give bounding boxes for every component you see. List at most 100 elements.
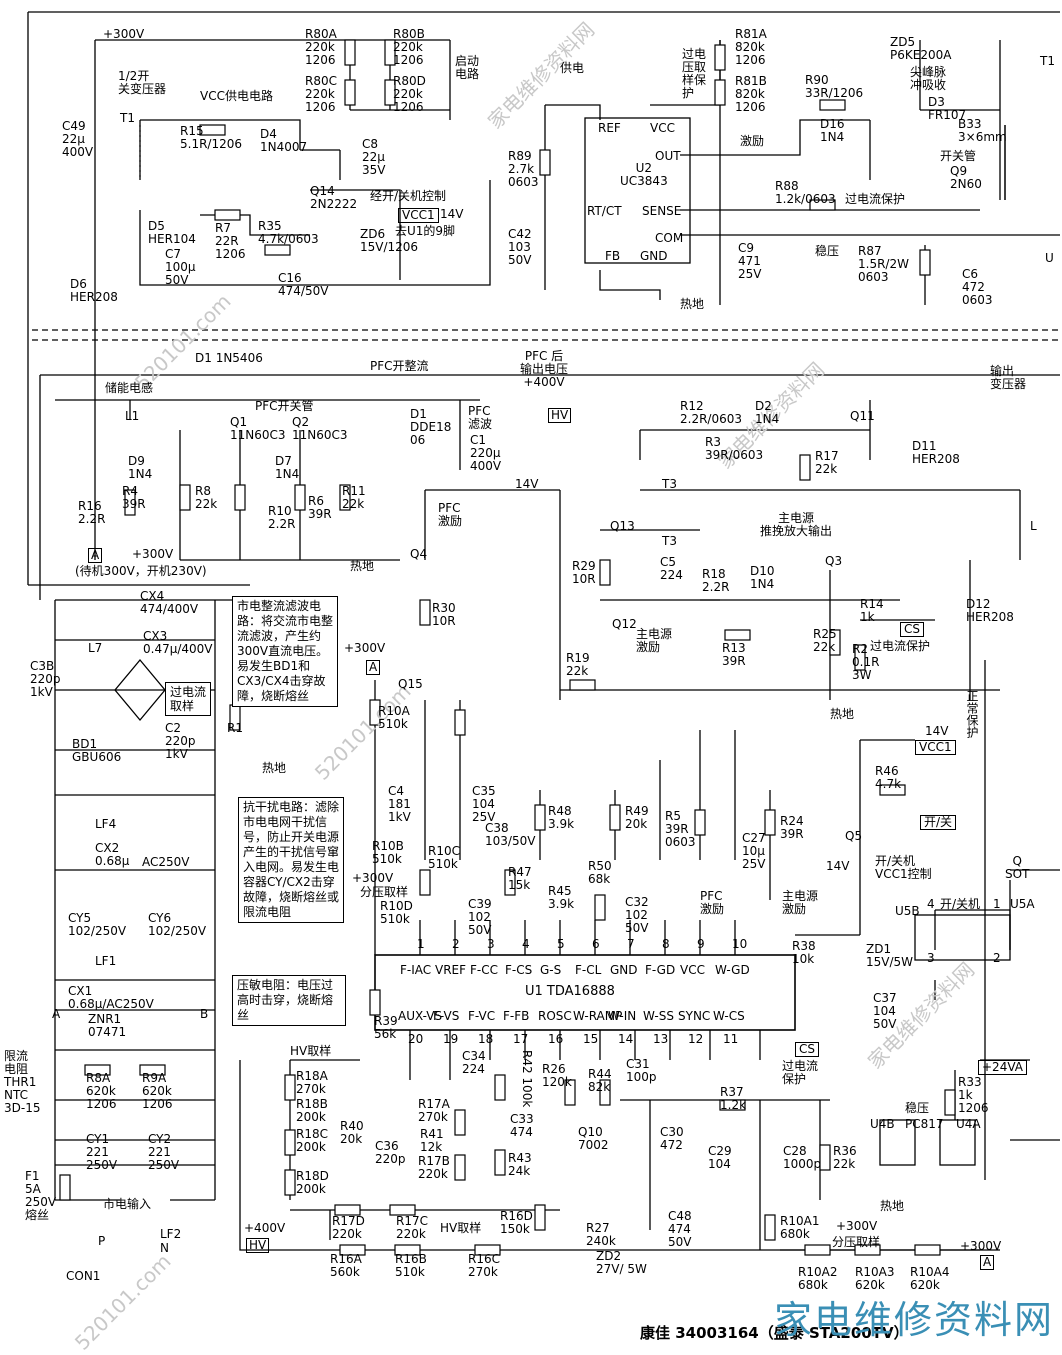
- u1-top-pin-number: 2: [452, 937, 460, 951]
- label-pfc-rect: PFC开整流: [370, 359, 429, 373]
- hv-tag: HV: [548, 408, 572, 423]
- part-r5: R5 39R 0603: [665, 809, 696, 849]
- part-r24: R24 39R: [780, 814, 804, 841]
- u1-bottom-pin-label: W-RAMP: [573, 1009, 623, 1023]
- u1-bottom-pin-number: 14: [618, 1032, 634, 1046]
- part-r38: R38 10k: [792, 939, 816, 966]
- vcc1-tag: VCC1: [398, 208, 439, 223]
- label-hv-sample: HV取样: [290, 1044, 332, 1058]
- part-r80a: R80A 220k 1206: [305, 27, 337, 67]
- part-q11: Q11: [850, 409, 875, 423]
- part-r33: R33 1k 1206: [958, 1075, 989, 1115]
- part-cy1: CY1 221 250V: [86, 1132, 118, 1172]
- label-pfc-switch: PFC开关管: [255, 399, 314, 413]
- part-d3: D3 FR107: [928, 95, 967, 122]
- label-start-circuit: 启动 电路: [455, 54, 480, 81]
- label-p: P: [98, 1234, 106, 1248]
- label-onoff-control: 经开/关机控制: [370, 189, 447, 203]
- part-c9: C9 471 25V: [738, 241, 762, 281]
- part-cy6: CY6 102/250V: [148, 911, 207, 938]
- part-d9: D9 1N4: [128, 454, 153, 481]
- u1-bottom-pin-label: F-VS: [433, 1009, 460, 1023]
- part-r10b: R10B 510k: [372, 839, 404, 866]
- part-c31: C31 100p: [626, 1057, 657, 1084]
- part-c48: C48 474 50V: [668, 1209, 692, 1249]
- label-300v-2: +300V: [352, 871, 394, 885]
- part-r17d: R17D 220k: [332, 1214, 365, 1241]
- part-d7: D7 1N4: [275, 454, 300, 481]
- u1-top-pin-label: F-CC: [470, 963, 498, 977]
- a-tag-2: A: [366, 660, 381, 675]
- part-r40: R40 20k: [340, 1119, 364, 1146]
- label-onoff-vcc1: 开/关机 VCC1控制: [875, 854, 932, 881]
- u2-pin-vcc: VCC: [650, 121, 675, 135]
- label-regulate: 稳压: [815, 244, 840, 258]
- u1-top-pin-label: W-GD: [715, 963, 750, 977]
- label-drive: 激励: [740, 134, 765, 148]
- part-r39: R39 56k: [374, 1014, 398, 1041]
- label-vcc-circuit: VCC供电电路: [200, 89, 273, 103]
- u1-top-pin-label: VREF: [435, 963, 467, 977]
- u1-top-pin-label: VCC: [680, 963, 705, 977]
- part-l: L: [1030, 519, 1037, 533]
- part-r17c: R17C 220k: [396, 1214, 428, 1241]
- label-main-drive: 主电源 激励: [782, 889, 819, 916]
- part-c29: C29 104: [708, 1144, 732, 1171]
- part-r14: R14 1k: [860, 597, 884, 624]
- u1-bottom-pin-label: F-FB: [503, 1009, 530, 1023]
- u1-top-pin-number: 9: [697, 937, 705, 951]
- part-c30: C30 472: [660, 1125, 684, 1152]
- u1-bottom-pin-number: 18: [478, 1032, 494, 1046]
- part-zd2: ZD2 27V/ 5W: [596, 1249, 647, 1276]
- part-d11: D11 HER208: [912, 439, 960, 466]
- u1-bottom-pin-number: 12: [688, 1032, 704, 1046]
- u1-top-pin-label: F-CL: [575, 963, 602, 977]
- part-u5b: U5B: [895, 904, 920, 918]
- part-r16c: R16C 270k: [468, 1252, 500, 1279]
- part-c3b: C3B 220p 1kV: [30, 659, 61, 699]
- label-div-sample-2: 分压取样: [832, 1235, 881, 1249]
- u1-top-pin-number: 5: [557, 937, 565, 951]
- part-d16: D16 1N4: [820, 117, 845, 144]
- v24va-tag: +24VA: [978, 1060, 1027, 1075]
- part-zd1: ZD1 15V/5W: [866, 942, 914, 969]
- part-c28: C28 1000p: [783, 1144, 822, 1171]
- part-r17: R17 22k: [815, 449, 839, 476]
- u1-bottom-pin-number: 17: [513, 1032, 529, 1046]
- u1-top-pin-label: GND: [610, 963, 638, 977]
- part-r80c: R80C 220k 1206: [305, 74, 337, 114]
- part-r27: R27 240k: [586, 1221, 616, 1248]
- u1-top-pin-number: 1: [417, 937, 425, 951]
- label-ocp: 过电流保护: [870, 639, 931, 653]
- u1-bottom-pin-label: W-IN: [608, 1009, 637, 1023]
- part-u4a: U4A: [956, 1117, 981, 1131]
- u1-bottom-pin-label: ROSC: [538, 1009, 572, 1023]
- part-cx4: CX4 474/400V: [140, 589, 199, 616]
- ocp-sample-box: 过电流 取样: [165, 682, 212, 716]
- part-r41: R41 12k: [420, 1127, 444, 1154]
- label-regulate: 稳压: [905, 1101, 930, 1115]
- part-r7: R7 22R 1206: [215, 221, 246, 261]
- part-lf2: LF2: [160, 1227, 182, 1241]
- part-r16d: R16D 150k: [500, 1209, 533, 1236]
- u2-pin-gnd: GND: [640, 249, 668, 263]
- a-tag: A: [88, 548, 103, 563]
- varistor-note: 压敏电阻：电压过高时击穿，烧断熔丝: [232, 975, 346, 1026]
- part-r8: R8 22k: [195, 484, 218, 511]
- part-cy5: CY5 102/250V: [68, 911, 127, 938]
- label-ocp-2: 过电流 保护: [782, 1059, 819, 1086]
- part-r8a: R8A 620k 1206: [86, 1071, 117, 1111]
- label-pfc-drive: PFC 激励: [700, 889, 725, 916]
- part-r81b: R81B 820k 1206: [735, 74, 767, 114]
- label-hv-sample-2: HV取样: [440, 1221, 482, 1235]
- part-t3-b: T3: [662, 534, 677, 548]
- label-pfc-out: PFC 后 输出电压 +400V: [520, 349, 569, 389]
- part-r10: R10 2.2R: [268, 504, 296, 531]
- u1-top-pin-number: 7: [627, 937, 635, 951]
- label-half-transformer: 1/2开 关变压器: [118, 69, 167, 96]
- u2-pin-fb: FB: [605, 249, 621, 263]
- label-div-sample: 分压取样: [360, 885, 409, 899]
- part-r10a4: R10A4 620k: [910, 1265, 950, 1292]
- part-d1b: D1 DDE18 06: [410, 407, 452, 447]
- part-r36: R36 22k: [833, 1144, 857, 1171]
